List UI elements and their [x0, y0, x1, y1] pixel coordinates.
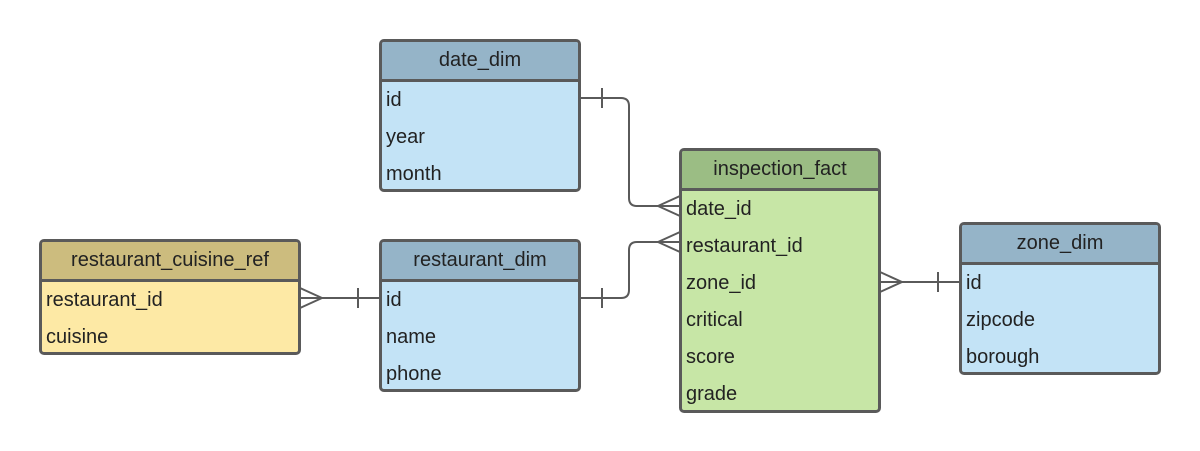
rel-restaurant-to-fact	[580, 241, 680, 299]
rel-date-to-fact	[580, 97, 680, 207]
rel-cuisine-many-marker-top	[299, 287, 323, 299]
field-restaurant-id: restaurant_id	[46, 289, 163, 311]
field-restaurant-id: restaurant_id	[686, 235, 803, 257]
entity-restaurant-dim[interactable]: restaurant_dim id name phone	[379, 239, 581, 392]
field-borough: borough	[966, 346, 1040, 368]
entity-title: date_dim	[382, 42, 578, 82]
rel-restaurant-many-marker-top	[657, 231, 681, 243]
entity-zone-dim[interactable]: zone_dim id zipcode borough	[959, 222, 1161, 375]
entity-title: zone_dim	[962, 225, 1158, 265]
entity-restaurant-cuisine-ref[interactable]: restaurant_cuisine_ref restaurant_id cui…	[39, 239, 301, 355]
rel-cuisine-many-marker-bottom	[299, 297, 323, 309]
field-critical: critical	[686, 309, 743, 331]
field-phone: phone	[386, 363, 442, 385]
rel-zone-many-marker-bottom	[879, 281, 903, 293]
field-score: score	[686, 346, 735, 368]
field-id: id	[386, 289, 402, 311]
field-id: id	[386, 89, 402, 111]
field-name: name	[386, 326, 437, 348]
field-zipcode: zipcode	[966, 309, 1035, 331]
entity-title: restaurant_cuisine_ref	[42, 242, 298, 282]
field-year: year	[386, 126, 425, 148]
field-date-id: date_id	[686, 198, 752, 220]
entity-title: restaurant_dim	[382, 242, 578, 282]
field-zone-id: zone_id	[686, 272, 757, 294]
rel-date-many-marker-bottom	[657, 205, 681, 217]
rel-date-many-marker-top	[657, 195, 681, 207]
entity-title: inspection_fact	[682, 151, 878, 191]
entity-inspection-fact[interactable]: inspection_fact date_id restaurant_id zo…	[679, 148, 881, 413]
rel-zone-many-marker-top	[879, 271, 903, 283]
field-id: id	[966, 272, 982, 294]
field-cuisine: cuisine	[46, 326, 109, 348]
rel-restaurant-many-marker-bottom	[657, 241, 681, 253]
field-month: month	[386, 163, 442, 185]
entity-date-dim[interactable]: date_dim id year month	[379, 39, 581, 192]
field-grade: grade	[686, 383, 738, 405]
